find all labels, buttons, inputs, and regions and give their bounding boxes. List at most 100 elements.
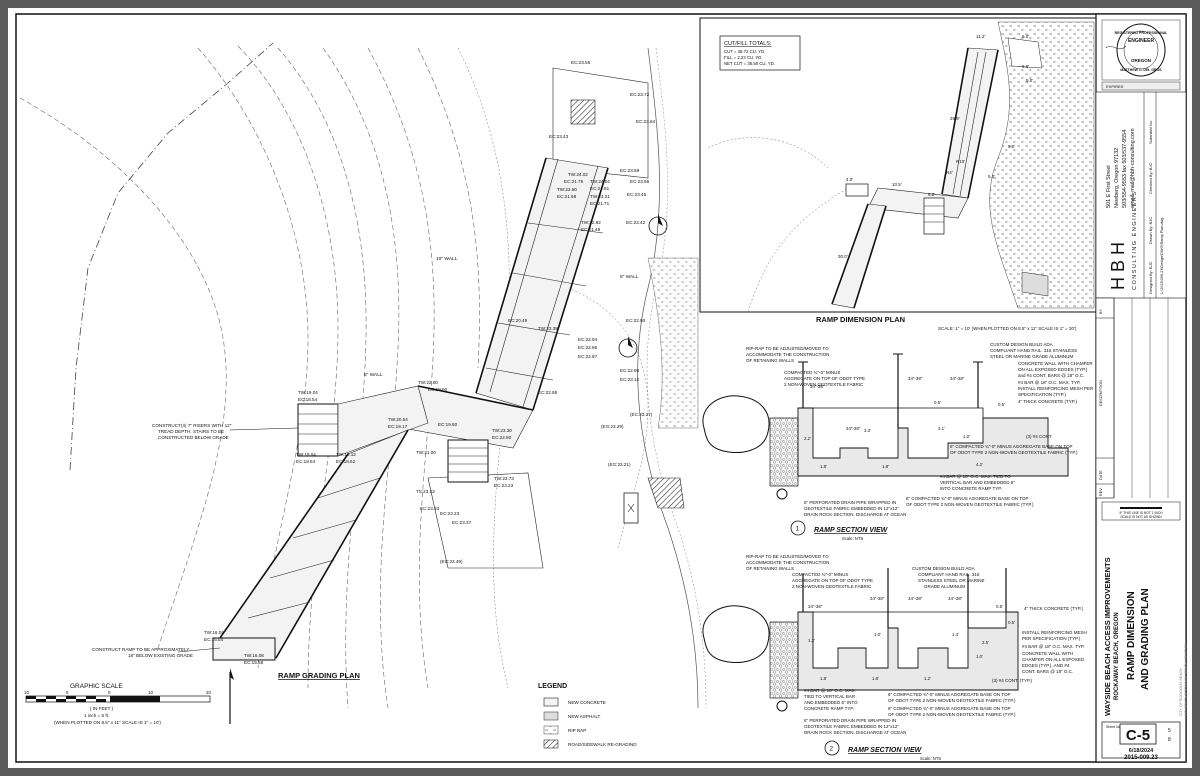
- rip-rap-area: [647, 257, 699, 429]
- elevation-label: EC:18.62: [336, 459, 356, 464]
- elevation-label: EC:15.54: [204, 637, 224, 642]
- contour-line: [277, 47, 367, 709]
- section-dim: 1.8': [872, 676, 879, 681]
- section-title: RAMP SECTION VIEW: [814, 527, 889, 534]
- dim-label: 6.0': [1022, 34, 1029, 39]
- callout: CONCRETE WALL WITH CHAMFER: [1018, 361, 1093, 366]
- elevation-label: TW:23.21: [590, 194, 610, 199]
- section-dim: 34"-38": [948, 596, 963, 601]
- concrete-section: [797, 407, 1069, 477]
- callout: TIED TO VERTICAL BAR: [804, 694, 856, 699]
- callout: CONCRETE RAMP TYP.: [804, 706, 854, 711]
- section-dim: 1.0': [874, 632, 881, 637]
- cutfill-net: NET CUT = 36.50 CU. YD.: [724, 61, 775, 66]
- elevation-label: TW:21.00: [416, 450, 436, 455]
- firm-letters: H B H: [1108, 242, 1128, 290]
- callout: OF ODOT TYPE 2 NON-WOVEN GEOTEXTILE FABR…: [950, 450, 1078, 455]
- elevation-label: EC:21.71: [590, 201, 610, 206]
- section-dim: 1.2': [808, 638, 815, 643]
- elevation-label: EC:22.80: [492, 435, 512, 440]
- callout: STEEL OR MARINE GRADE ALUMINUM: [990, 354, 1073, 359]
- elevation-label: EC:21.81: [590, 186, 610, 191]
- elevation-label: TW:23.73: [494, 476, 514, 481]
- client-name: CITY OF ROCKAWAY BEACH: [1179, 668, 1183, 716]
- elevation-label: EC:23.56: [630, 179, 650, 184]
- ramp-note: 18" BELOW EXISTING GRADE: [128, 653, 193, 658]
- section-number: 1: [796, 526, 800, 533]
- callout: OF RETAINING WALLS: [746, 358, 794, 363]
- legend-swatch-asphalt: [543, 711, 559, 721]
- firm-address: 501 E First Street: [1106, 165, 1112, 208]
- callout: CONCRETE WALL WITH: [1022, 651, 1073, 656]
- legend-swatch-regrading: [543, 739, 559, 749]
- elevation-label: EC:23.55: [571, 60, 591, 65]
- scale-units: ( IN FEET ): [90, 706, 114, 711]
- date-col: DATE: [1099, 470, 1103, 480]
- callout: COMPACTED ¾"-0" MINUS: [792, 572, 848, 577]
- section-dim: 2.1': [938, 426, 945, 431]
- stamp-text: OREGON: [1131, 58, 1151, 63]
- dimplan-title: RAMP DIMENSION PLAN: [816, 315, 905, 324]
- rip-rap-area: [989, 21, 1095, 309]
- firm-email: email: mail@hbh-consulting.com: [1130, 128, 1136, 208]
- elevation-label: TW:24.04: [590, 179, 610, 184]
- stamp-text: MATTHEW C. DEL GROS: [1120, 68, 1162, 72]
- elevation-label: (EG:23.49): [440, 559, 463, 564]
- callout: 4" THICK CONCRETE (TYP.): [1018, 399, 1077, 404]
- callout: COMPACTED ¾"-0" MINUS: [784, 370, 840, 375]
- callout: CHAMFER ON ALL EXPOSED: [1022, 657, 1085, 662]
- scale-ratio: 1 inch = 5 ft.: [84, 713, 109, 718]
- elevation-label: TW:19.12: [336, 452, 356, 457]
- elevation-label: EC:23.23: [494, 483, 514, 488]
- elevation-label: EC:19.50: [438, 422, 458, 427]
- elevation-label: EC:23.23: [440, 511, 460, 516]
- elevation-label: EC:21.68: [557, 194, 577, 199]
- elevation-label: EC:15.58: [244, 660, 264, 665]
- drain-pipe: [776, 488, 788, 500]
- section-dim: 0.5': [998, 402, 1005, 407]
- callout: PER SPECIFICATION (TYP.): [1022, 636, 1081, 641]
- handrail: [802, 354, 979, 428]
- north-arrow-icon: [229, 668, 234, 724]
- elevation-label: EC:19.60: [428, 387, 448, 392]
- elevation-label: TW:19.04: [296, 452, 316, 457]
- by-col: BY: [1099, 308, 1103, 314]
- elevation-label: EC:23.46: [627, 192, 647, 197]
- project-title: WAYSIDE BEACH ACCESS IMPROVEMENTS: [1103, 557, 1112, 716]
- sheet-number: C-5: [1126, 727, 1150, 744]
- section-title: RAMP SECTION VIEW: [848, 747, 923, 754]
- road-edge: [646, 47, 707, 709]
- contour-line: [237, 45, 339, 689]
- callout: (3) #4 CONT. (TYP.): [992, 678, 1033, 683]
- dim-label: 5.0': [1026, 78, 1033, 83]
- scale-note: (WHEN PLOTTED ON 8.5" x 11" SCALE IS 1" …: [54, 720, 161, 725]
- elevation-label: EC:22.85: [578, 345, 598, 350]
- drawing-sheet: EC:23.55 EC:23.72 EC:23.64 EC:23.43 EC:2…: [8, 8, 1192, 768]
- section-dim: 1.2': [924, 676, 931, 681]
- north-arrow-icon: [648, 214, 668, 236]
- drain-rock: [769, 417, 799, 487]
- dim-label: 11.2': [976, 34, 985, 39]
- section-dim: 1.4': [952, 632, 959, 637]
- ramp-joint: [247, 477, 381, 619]
- legend-title: LEGEND: [538, 683, 567, 690]
- elevation-label: EC:21.75: [564, 179, 584, 184]
- callout: STAINLESS STEEL OR MARINE: [918, 578, 985, 583]
- retaining-wall-10in: [475, 157, 547, 394]
- dim-lower-stairs: [923, 197, 945, 235]
- callout: 6" PERFORATED DRAIN PIPE WRAPPED IN: [804, 718, 896, 723]
- wall-label: 6" WALL: [364, 372, 383, 378]
- elevation-label: EC:23.72: [630, 92, 650, 97]
- signature: [1105, 45, 1127, 50]
- ramp-note: CONSTRUCT RAMP TO BE APPROXIMATELY: [92, 647, 189, 652]
- boulder: [702, 605, 770, 663]
- section-dim: 1.8': [882, 464, 889, 469]
- stairs-note: CONSTRUCT(4) 7" RISERS WITH 12": [152, 423, 232, 428]
- callout: EDGES (TYP.), AND #4: [1022, 663, 1070, 668]
- project-location: ROCKAWAY BEACH, OREGON: [1114, 612, 1120, 700]
- desc-col: DESCRIPTION: [1099, 380, 1103, 406]
- callout: #4 BAR @ 18" O.C. MAX. TIED TO: [940, 474, 1011, 479]
- callout: 6" COMPACTED ¾"-0" MINUS AGGREGATE BASE …: [950, 444, 1072, 449]
- firm-city: Newberg, Oregon 97132: [1114, 148, 1120, 208]
- elevation-label: EC:21.48: [581, 227, 601, 232]
